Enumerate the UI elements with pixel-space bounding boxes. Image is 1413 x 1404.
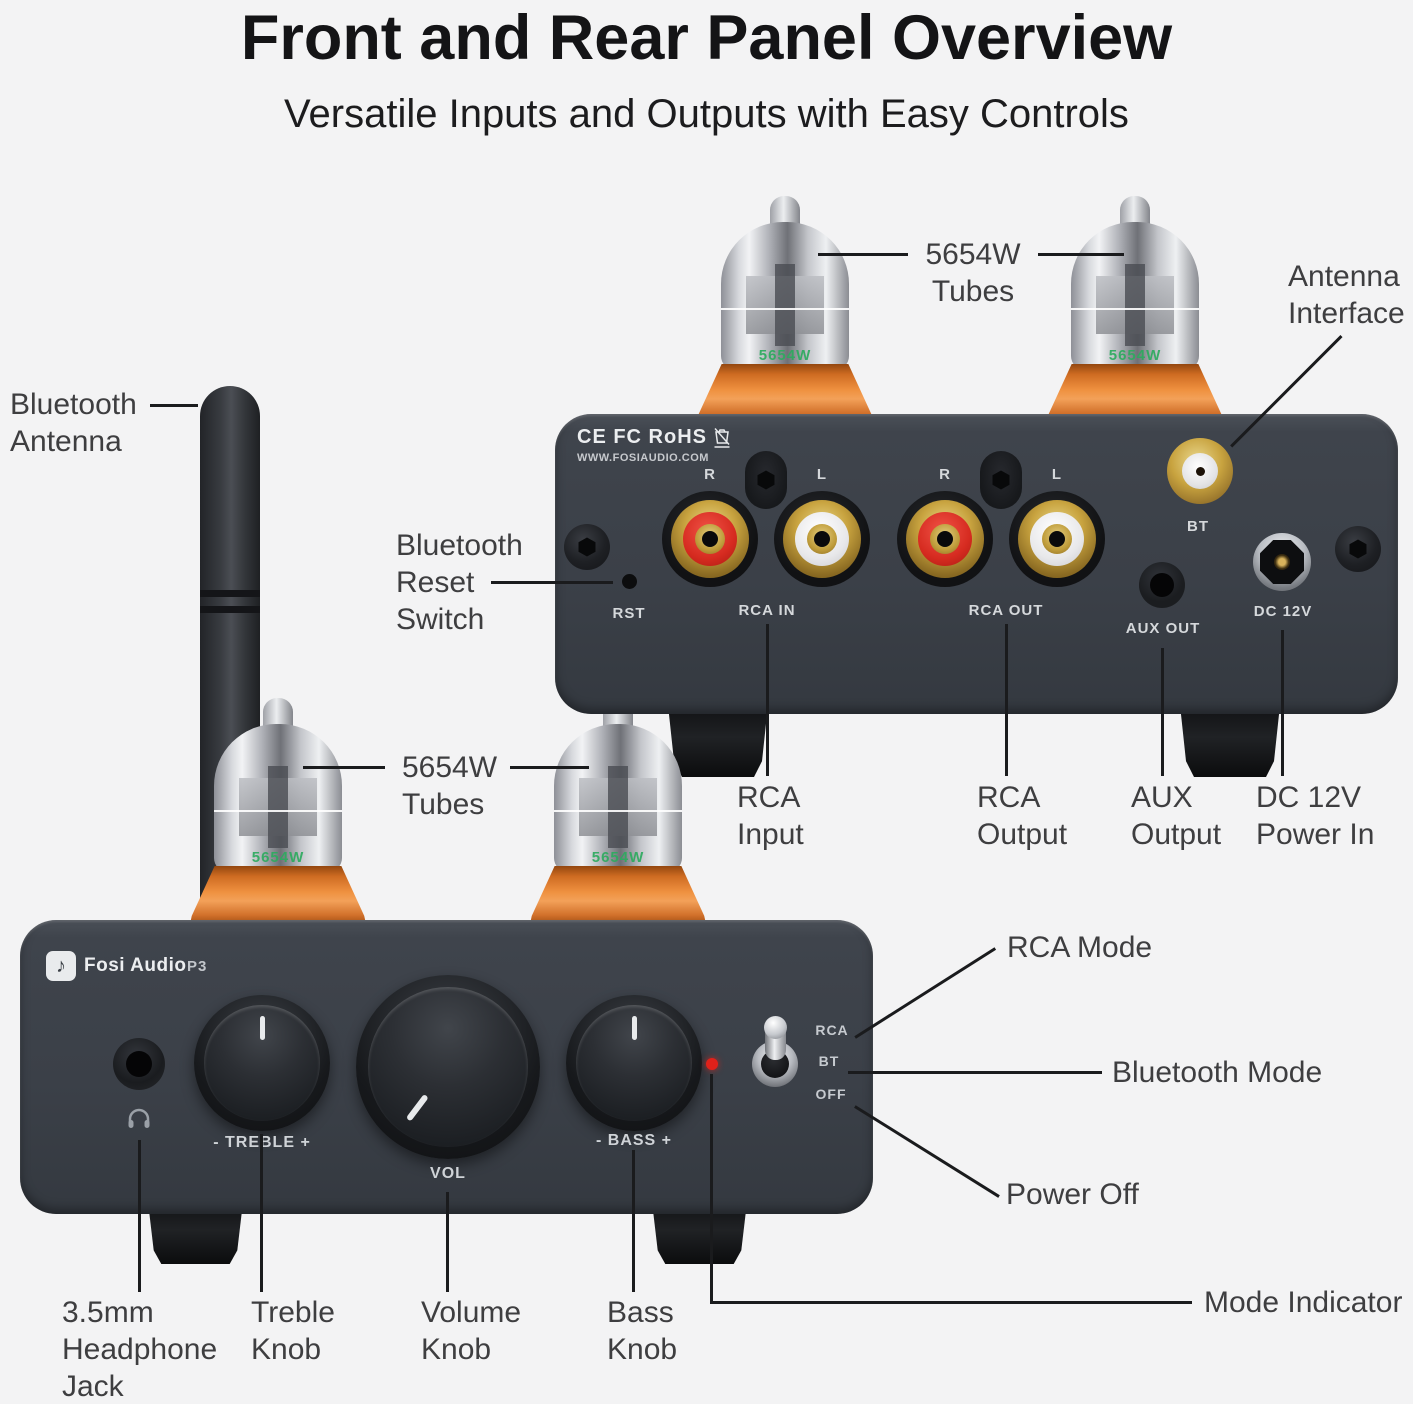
volume-label: VOL [430,1165,466,1182]
page-title: Front and Rear Panel Overview [240,3,1173,73]
line-tubes-rear-left [818,253,908,256]
bt-label: BT [1187,518,1209,535]
line-volume-knob [446,1192,449,1292]
tube-print: 5654W [1108,347,1162,364]
channel-label-l1: L [816,466,828,483]
line-rca-mode [854,947,996,1039]
rca-jack-white-out [1009,491,1105,587]
callout-rca-input: RCA Input [737,781,804,851]
mode-indicator-led [706,1058,718,1070]
channel-label-l2: L [1051,466,1063,483]
front-panel-device: ♪ Fosi Audio P3 - TREBLE + VOL - BASS + … [20,920,873,1214]
tube-glass: 5654W [554,724,682,872]
weee-icon [714,427,730,448]
tube-base [530,866,706,924]
line-headphone-jack [138,1140,141,1292]
aux-out-jack [1139,562,1185,608]
front-tube-right: 5654W [530,698,706,924]
dc-12v-label: DC 12V [1253,603,1313,620]
callout-antenna-interface: Antenna Interface [1288,260,1405,330]
rear-foot-right [1180,705,1280,777]
rear-tube-right: 5654W [1047,196,1223,422]
switch-position-bt: BT [818,1053,840,1069]
tube-print: 5654W [251,849,305,866]
tube-print: 5654W [591,849,645,866]
page-subtitle: Versatile Inputs and Outputs with Easy C… [284,92,1129,136]
rca-jack-white-in [774,491,870,587]
line-mode-indicator-vertical [710,1074,713,1303]
screw [1335,526,1381,572]
callout-bluetooth-antenna: Bluetooth Antenna [10,388,137,458]
screw [564,524,610,570]
tube-glass: 5654W [214,724,342,872]
line-power-off [854,1105,1000,1198]
dc-power-jack [1253,533,1311,591]
rca-jack-red-in [662,491,758,587]
bass-knob [566,995,702,1131]
volume-knob [356,975,540,1159]
line-rca-input [766,624,769,776]
switch-position-rca: RCA [815,1022,849,1038]
callout-volume-knob: Volume Knob [421,1296,522,1366]
rear-tube-left: 5654W [697,196,873,422]
screw-slot [745,451,787,509]
tube-base [190,866,366,924]
line-rca-output [1005,624,1008,776]
line-treble-knob [260,1134,263,1292]
switch-position-off: OFF [815,1086,847,1102]
line-bluetooth-antenna [150,404,198,407]
callout-rca-output: RCA Output [977,781,1068,851]
antenna-connector [1167,438,1233,504]
toggle-ball [764,1016,787,1039]
callout-bass-knob: Bass Knob [607,1296,678,1366]
callout-dc-power: DC 12V Power In [1256,781,1375,851]
line-bluetooth-reset [491,581,613,584]
line-bluetooth-mode [848,1071,1102,1074]
certification-marks: CE FC RoHS [577,426,731,449]
tube-base [697,364,873,422]
line-bass-knob [632,1150,635,1292]
callout-tubes-rear: 5654W Tubes [925,238,1021,308]
website-label: WWW.FOSIAUDIO.COM [577,452,709,464]
rca-out-label: RCA OUT [968,602,1044,619]
tube-glass: 5654W [1071,222,1199,370]
front-tube-left: 5654W [190,698,366,924]
reset-pinhole [622,574,637,589]
headphone-icon [128,1108,150,1128]
treble-knob [194,995,330,1131]
tube-print: 5654W [758,347,812,364]
line-dc-power [1281,630,1284,776]
callout-aux-output: AUX Output [1131,781,1222,851]
rst-label: RST [612,605,646,622]
model-name: P3 [187,958,208,975]
callout-rca-mode: RCA Mode [1007,931,1153,964]
channel-label-r2: R [939,466,951,483]
line-mode-indicator-horizontal [710,1301,1192,1304]
callout-headphone-jack: 3.5mm Headphone Jack [62,1296,218,1403]
line-tubes-front-right [510,766,589,769]
tube-base [1047,364,1223,422]
channel-label-r1: R [704,466,716,483]
callout-treble-knob: Treble Knob [251,1296,335,1366]
aux-out-label: AUX OUT [1125,620,1201,637]
callout-tubes-front: 5654W Tubes [402,751,498,821]
callout-power-off: Power Off [1006,1178,1139,1211]
music-note-icon: ♪ [56,954,66,977]
rca-in-label: RCA IN [738,602,796,619]
tube-glass: 5654W [721,222,849,370]
line-tubes-rear-right [1038,253,1124,256]
bass-label: - BASS + [595,1132,672,1149]
line-aux-output [1161,648,1164,776]
rca-jack-red-out [897,491,993,587]
rear-panel-device: CE FC RoHS WWW.FOSIAUDIO.COM R L R L [555,414,1398,714]
brand-name: Fosi Audio [84,955,187,976]
headphone-jack [113,1038,165,1090]
callout-bluetooth-mode: Bluetooth Mode [1112,1056,1323,1089]
rear-foot-left [668,705,768,777]
line-tubes-front-left [303,766,385,769]
brand-logo-icon: ♪ [46,951,76,981]
screw-slot [980,451,1022,509]
callout-bluetooth-reset: Bluetooth Reset Switch [396,529,523,636]
callout-mode-indicator: Mode Indicator [1204,1286,1403,1319]
